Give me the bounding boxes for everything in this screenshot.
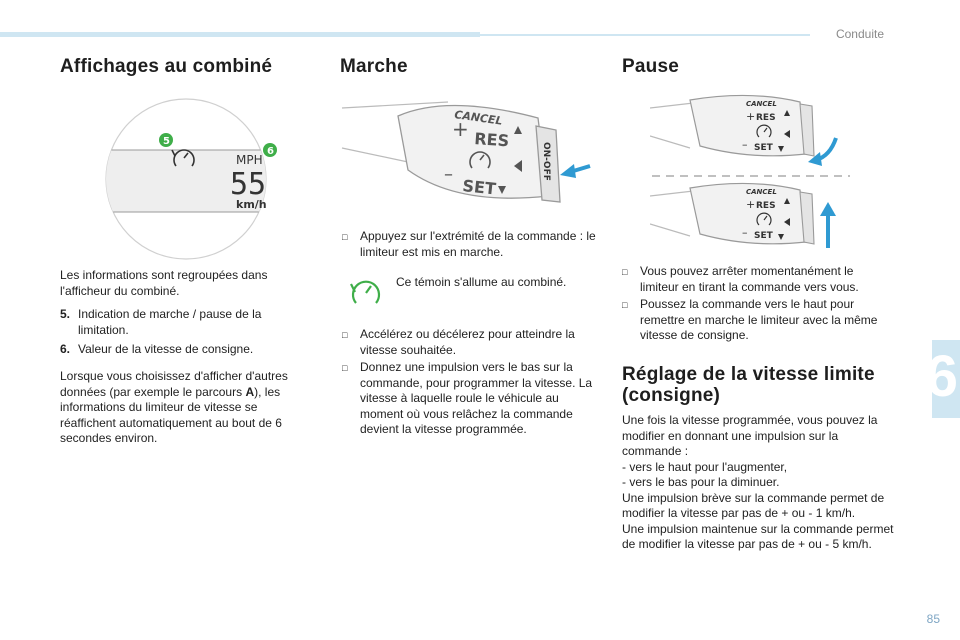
svg-text:CANCEL: CANCEL [746,188,777,196]
svg-text:+: + [746,110,755,123]
col1-legend-list: 5. Indication de marche / pause de la li… [60,307,310,360]
chapter-number: 6 [925,344,958,409]
section-title-pause: Pause [622,56,679,77]
set-label: SET [462,176,497,198]
unit-mph: MPH [236,153,263,167]
bullet-square-icon: □ [342,330,348,340]
limiter-icon [171,149,195,167]
svg-text:CANCEL: CANCEL [746,100,777,108]
col1-paragraph: Lorsque vous choisissez d'afficher d'aut… [60,369,288,445]
onoff-label: ON-OFF [541,142,551,181]
arrow-icon [560,164,591,178]
section-title-affichages: Affichages au combiné [60,56,273,77]
unit-kmh: km/h [236,198,267,211]
instrument-display-illustration: MPH 55 km/h 5 6 [105,98,277,260]
svg-text:–: – [742,138,748,151]
marche-bullets: □Accélérez ou décélerez pour atteindre l… [342,327,593,436]
bullet-square-icon: □ [342,232,348,242]
chapter-name: Conduite [835,27,884,41]
limiter-witness-icon [350,280,381,304]
callout-5: 5 [163,136,170,147]
stalk-illustration-pause: CANCEL RES + SET – CANCEL RES + SET – [650,94,850,248]
svg-text:+: + [452,117,469,141]
marche-bullet-1: □Appuyez sur l'extrémité de la commande … [342,229,596,259]
svg-text:–: – [742,226,748,239]
witness-text: Ce témoin s'allume au combiné. [396,275,567,289]
col1-intro: Les informations sont regroupées dans l'… [60,268,268,298]
svg-text:SET: SET [754,143,774,153]
svg-text:SET: SET [754,231,774,241]
bullet-square-icon: □ [622,267,628,277]
page-number: 85 [926,612,940,626]
header-line [480,34,810,36]
stalk-illustration-marche: CANCEL RES + SET – ON-OFF [341,101,591,203]
chapter-tab [932,340,960,418]
pause-bullets: □Vous pouvez arrêter momentanément le li… [622,264,878,342]
svg-text:RES: RES [756,201,776,211]
svg-text:RES: RES [756,113,776,123]
svg-text:–: – [444,164,453,185]
section-title-marche: Marche [340,56,408,77]
header-bar [0,32,480,37]
legend-item-5: 5. Indication de marche / pause de la li… [60,307,262,337]
callout-6: 6 [267,146,274,157]
res-label: RES [474,129,510,150]
bullet-square-icon: □ [622,300,628,310]
bullet-square-icon: □ [342,363,348,373]
arrow-icon [820,202,836,248]
limiter-icon [350,280,381,304]
svg-text:+: + [746,198,755,211]
limiter-icon [469,151,491,169]
speed-value: 55 [230,167,266,202]
section-title-reglage: Réglage de la vitesse limite (consigne) [622,364,875,406]
reglage-text: Une fois la vitesse programmée, vous pou… [622,413,894,551]
legend-item-6: 6. Valeur de la vitesse de consigne. [60,342,254,356]
arrow-icon [808,137,838,166]
